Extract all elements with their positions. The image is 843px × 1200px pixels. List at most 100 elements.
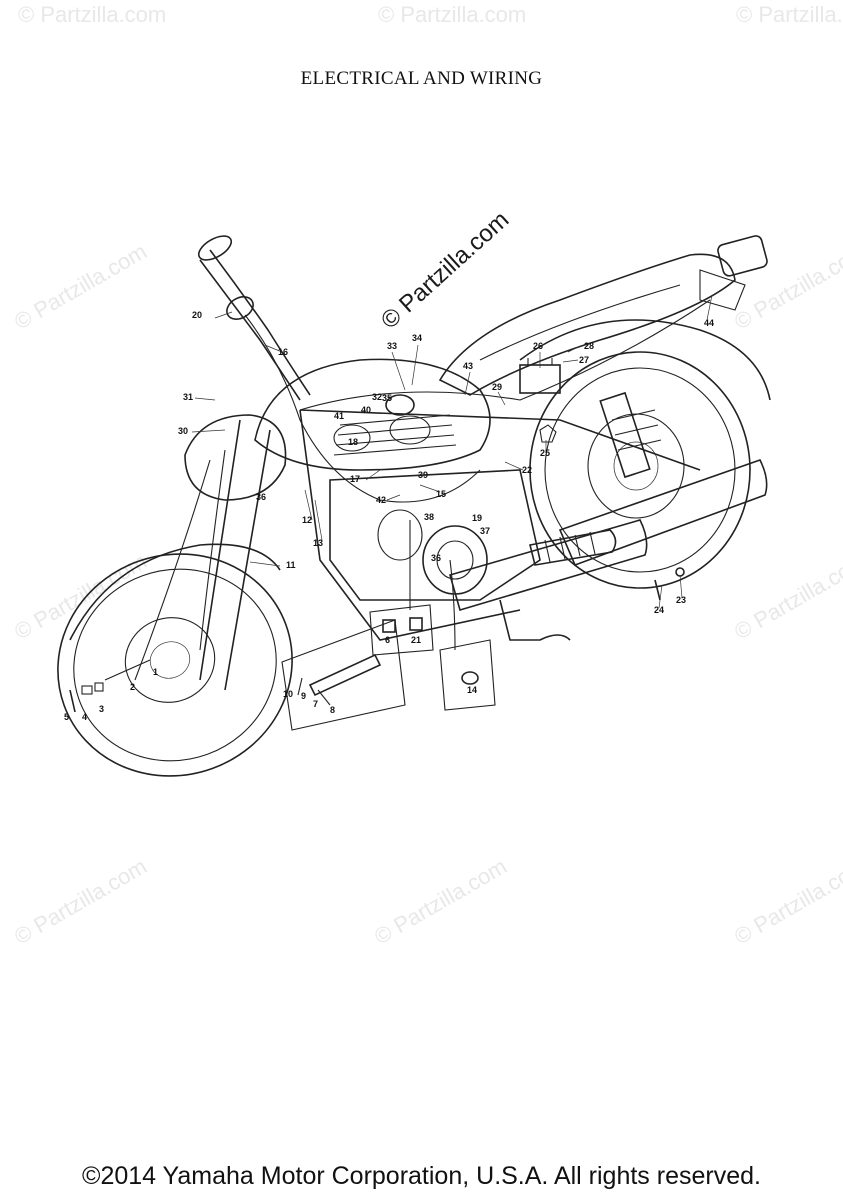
wiring-harness-rear <box>299 299 711 411</box>
callout-31: 31 <box>183 392 193 402</box>
rear-hub-center <box>613 441 659 491</box>
rear-tire-inner <box>544 367 736 573</box>
speedo-cable <box>199 449 226 651</box>
cylinder-fins <box>333 414 457 456</box>
fuse <box>409 617 423 631</box>
callout-36-right: 36 <box>431 553 441 563</box>
watermark-text: © Partzilla.com <box>10 549 151 645</box>
detail-box-fuse <box>369 604 434 656</box>
center-stand <box>499 599 571 641</box>
callout-26: 26 <box>533 341 543 351</box>
callout-8: 8 <box>330 705 335 715</box>
callout-1: 1 <box>153 667 158 677</box>
copyright-footer: ©2014 Yamaha Motor Corporation, U.S.A. A… <box>82 1162 761 1190</box>
front-brake-switch <box>69 659 151 713</box>
motorcycle-drawing <box>57 235 771 777</box>
callout-18: 18 <box>348 437 358 447</box>
handlebar-right <box>209 249 311 396</box>
ignition-coil <box>385 394 415 416</box>
rectifier <box>539 424 557 443</box>
callout-10: 10 <box>283 689 293 699</box>
handlebar-switch <box>226 296 254 320</box>
callout-43: 43 <box>463 361 473 371</box>
callout-12: 12 <box>302 515 312 525</box>
callout-44: 44 <box>704 318 714 328</box>
callout-6: 6 <box>385 635 390 645</box>
watermark-text: © Partzilla.com <box>378 2 526 27</box>
callout-29: 29 <box>492 382 502 392</box>
front-tire-inner <box>73 568 277 762</box>
rear-fender <box>519 319 771 401</box>
watermark-text: © Partzilla.com <box>370 854 511 950</box>
callout-23: 23 <box>676 595 686 605</box>
spark-plug-cap <box>308 653 382 697</box>
rear-wheel <box>529 351 751 589</box>
fork-tube-right <box>224 429 271 691</box>
muffler-lower <box>449 519 648 611</box>
engine-cover-inner <box>436 540 474 580</box>
callout-21: 21 <box>411 635 421 645</box>
shock-spring <box>617 439 662 451</box>
bolt <box>654 579 661 601</box>
shock-spring <box>614 424 659 436</box>
callout-39: 39 <box>418 470 428 480</box>
watermark-text: © Partzilla.com <box>730 854 843 950</box>
callout-11: 11 <box>286 560 296 570</box>
callout-3: 3 <box>99 704 104 714</box>
handlebar-left <box>199 259 301 401</box>
shock-spring <box>611 409 656 421</box>
callout-33: 33 <box>387 341 397 351</box>
fuel-tank <box>254 358 491 471</box>
callout-34: 34 <box>412 333 422 343</box>
detail-box-terminal <box>439 639 496 711</box>
rear-shock <box>599 391 651 479</box>
callout-9: 9 <box>301 691 306 701</box>
callout-40: 40 <box>361 405 371 415</box>
muffler-upper <box>558 459 768 567</box>
ground-lead <box>449 559 456 651</box>
callout-labels: 1 2 3 4 5 6 7 8 9 10 11 12 13 14 15 16 1… <box>64 310 714 722</box>
watermark-text: © Partzilla.com <box>730 239 843 335</box>
wiring-harness-main <box>244 314 481 503</box>
callout-20: 20 <box>192 310 202 320</box>
fork-tube-left <box>199 419 241 681</box>
callout-38: 38 <box>424 512 434 522</box>
washer <box>675 567 685 577</box>
terminal-connector <box>461 671 479 685</box>
watermark-text: © Partzilla.com <box>10 854 151 950</box>
license-bracket <box>699 269 746 311</box>
front-hub <box>124 617 216 703</box>
cylinder-head-left <box>333 424 371 452</box>
callout-17: 17 <box>350 474 360 484</box>
callout-13: 13 <box>313 538 323 548</box>
callout-19: 19 <box>472 513 482 523</box>
engine-cover <box>422 525 488 595</box>
battery <box>519 364 561 394</box>
callout-30: 30 <box>178 426 188 436</box>
front-fender <box>69 543 281 641</box>
callout-5: 5 <box>64 712 69 722</box>
watermark-text: © Partzilla.com <box>18 2 166 27</box>
engine-block <box>329 469 541 601</box>
detail-box-spark-plug <box>281 619 406 731</box>
callout-15: 15 <box>436 489 446 499</box>
seat-seam <box>479 284 681 361</box>
frame-down-tube <box>299 409 521 641</box>
watermark-text: © Partzilla.com <box>10 239 151 335</box>
callout-2: 2 <box>130 682 135 692</box>
front-wheel <box>57 553 293 777</box>
callout-leaders <box>191 294 713 609</box>
callout-16: 16 <box>278 347 288 357</box>
callout-37: 37 <box>480 526 490 536</box>
callout-41: 41 <box>334 411 344 421</box>
callout-28: 28 <box>584 341 594 351</box>
callout-14: 14 <box>467 685 477 695</box>
tail-light <box>717 235 768 277</box>
callout-42: 42 <box>376 495 386 505</box>
headlight <box>184 414 287 501</box>
callout-32: 32 <box>372 392 382 402</box>
callout-24: 24 <box>654 605 664 615</box>
callout-27: 27 <box>579 355 589 365</box>
callout-36-left: 36 <box>256 492 266 502</box>
